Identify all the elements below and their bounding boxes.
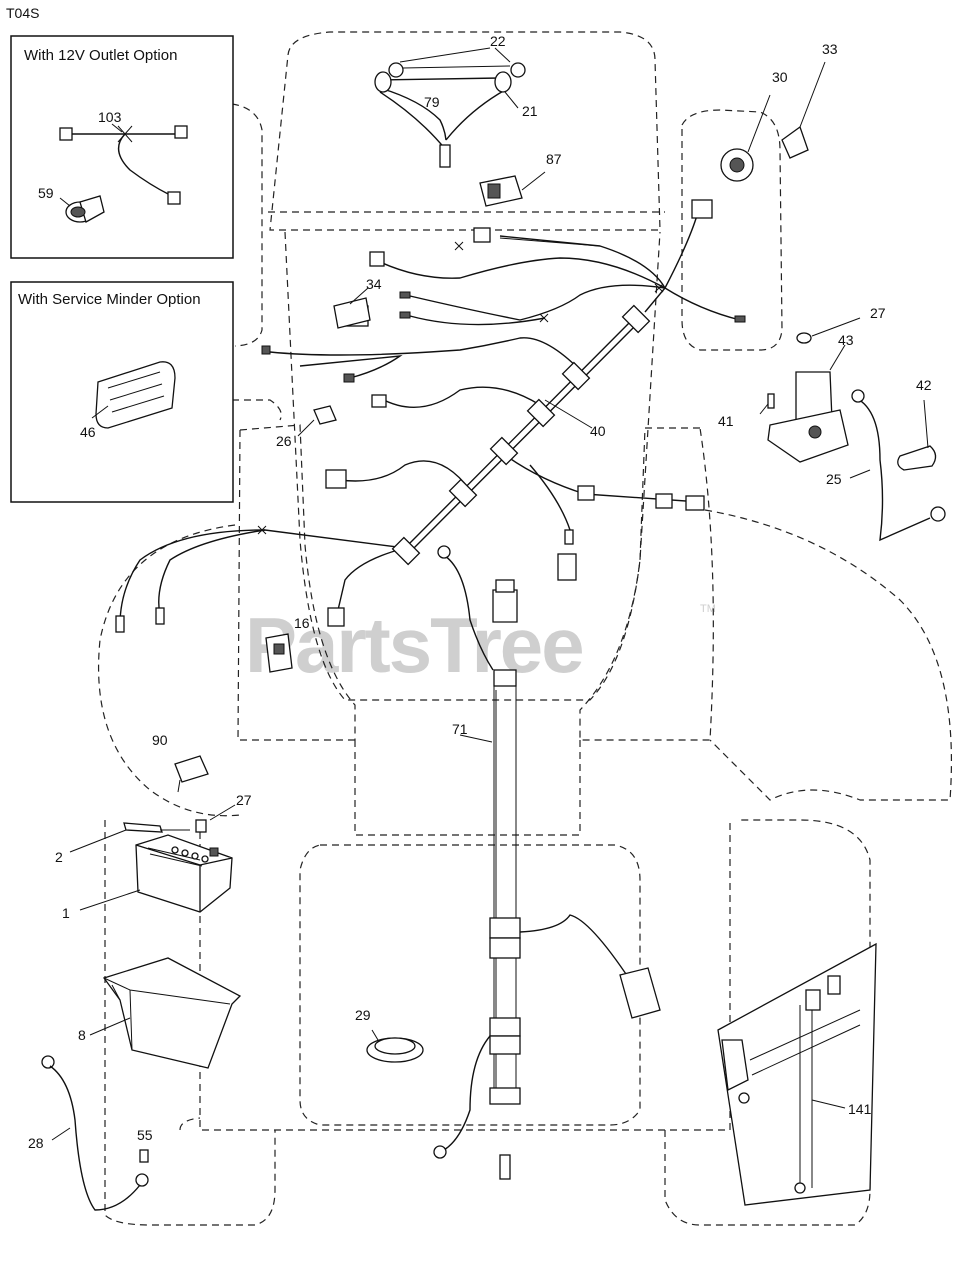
option-12v-title: With 12V Outlet Option — [24, 47, 177, 64]
seat-bracket-141 — [717, 942, 877, 1206]
callout-26: 26 — [276, 433, 292, 449]
callout-29: 29 — [355, 1007, 371, 1023]
watermark-tm: TM — [700, 603, 716, 615]
callout-2: 2 — [55, 849, 63, 865]
callout-55: 55 — [137, 1127, 153, 1143]
option-box-12v: With 12V Outlet Option — [10, 35, 234, 259]
callout-46: 46 — [80, 424, 96, 440]
battery-cables — [115, 607, 165, 633]
callout-8: 8 — [78, 1027, 86, 1043]
callout-27-battery: 27 — [236, 792, 252, 808]
fuse-26 — [297, 405, 337, 437]
ground-cable-28 — [41, 1055, 149, 1211]
part-29 — [366, 1029, 424, 1063]
callout-42: 42 — [916, 377, 932, 393]
callout-87: 87 — [546, 151, 562, 167]
callout-71: 71 — [452, 721, 468, 737]
callout-16: 16 — [294, 615, 310, 631]
switch-90 — [174, 755, 209, 793]
callout-33: 33 — [822, 41, 838, 57]
harness-71 — [433, 545, 661, 1180]
option-service-minder-title: With Service Minder Option — [18, 291, 201, 308]
callout-28: 28 — [28, 1135, 44, 1151]
callout-21: 21 — [522, 103, 538, 119]
callout-141: 141 — [848, 1101, 872, 1117]
main-harness — [119, 199, 746, 627]
battery — [69, 804, 236, 913]
callout-90: 90 — [152, 732, 168, 748]
callout-43: 43 — [838, 332, 854, 348]
ignition-switch — [720, 61, 826, 182]
switch-34 — [333, 287, 371, 329]
relay-16 — [265, 633, 293, 673]
watermark: PartsTree — [245, 601, 583, 689]
callout-40: 40 — [590, 423, 606, 439]
callout-labels: 22 33 30 79 21 103 87 59 34 27 43 42 41 … — [28, 33, 932, 1151]
callout-1: 1 — [62, 905, 70, 921]
callout-59: 59 — [38, 185, 54, 201]
option-box-service-minder: With Service Minder Option — [10, 281, 234, 503]
callout-103: 103 — [98, 109, 122, 125]
callout-41: 41 — [718, 413, 734, 429]
callout-34: 34 — [366, 276, 382, 292]
tractor-outline — [97, 31, 953, 1226]
callout-30: 30 — [772, 69, 788, 85]
callout-25: 25 — [826, 471, 842, 487]
diagram-id: T04S — [6, 5, 39, 21]
solenoid-43 — [759, 317, 946, 542]
switch-87 — [479, 171, 546, 207]
headlight-harness — [374, 47, 526, 168]
battery-tray — [89, 957, 242, 1069]
callout-27-top: 27 — [870, 305, 886, 321]
callout-22: 22 — [490, 33, 506, 49]
callout-79: 79 — [424, 94, 440, 110]
